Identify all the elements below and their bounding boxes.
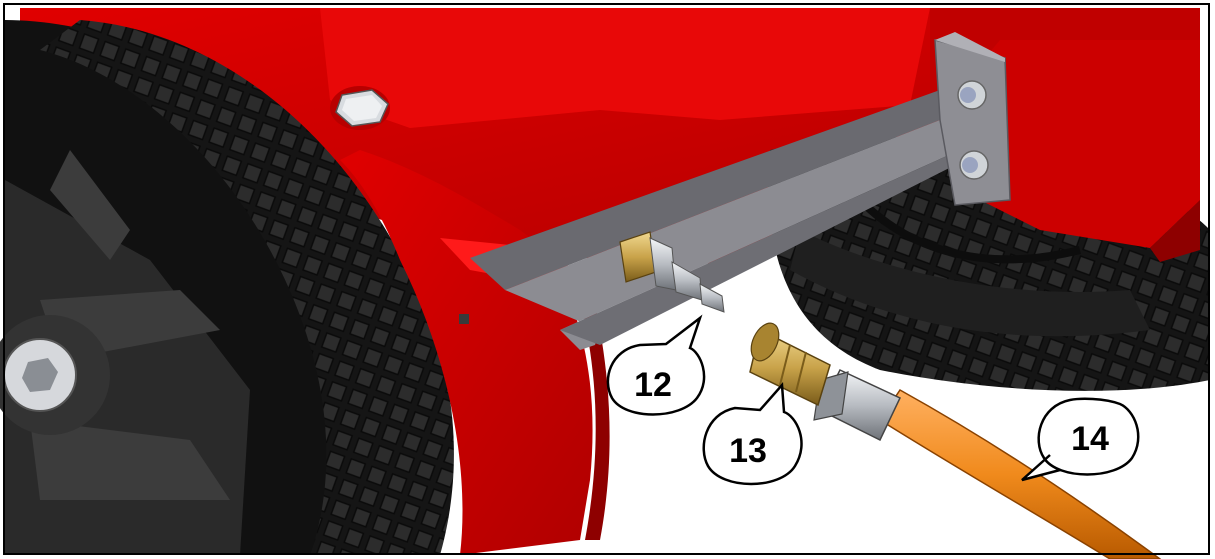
tab-bolt-lower [959,150,989,180]
tab-bolt-upper [957,80,987,110]
left-wheel [0,20,454,555]
callout-13: 13 [702,381,803,486]
right-side-plate [950,40,1200,262]
gray-bracket [470,32,1011,350]
callout-13-label: 13 [729,432,767,470]
wheel-hub [0,150,250,555]
male-quick-coupling [619,231,725,313]
hex-bolt [330,86,390,130]
callout-14-label: 14 [1071,420,1109,458]
callout-12: 12 [606,314,706,416]
callout-14: 14 [1021,397,1140,482]
callout-12-label: 12 [634,366,672,404]
female-quick-coupling [749,322,831,407]
hose-crimp-fitting [813,369,902,442]
